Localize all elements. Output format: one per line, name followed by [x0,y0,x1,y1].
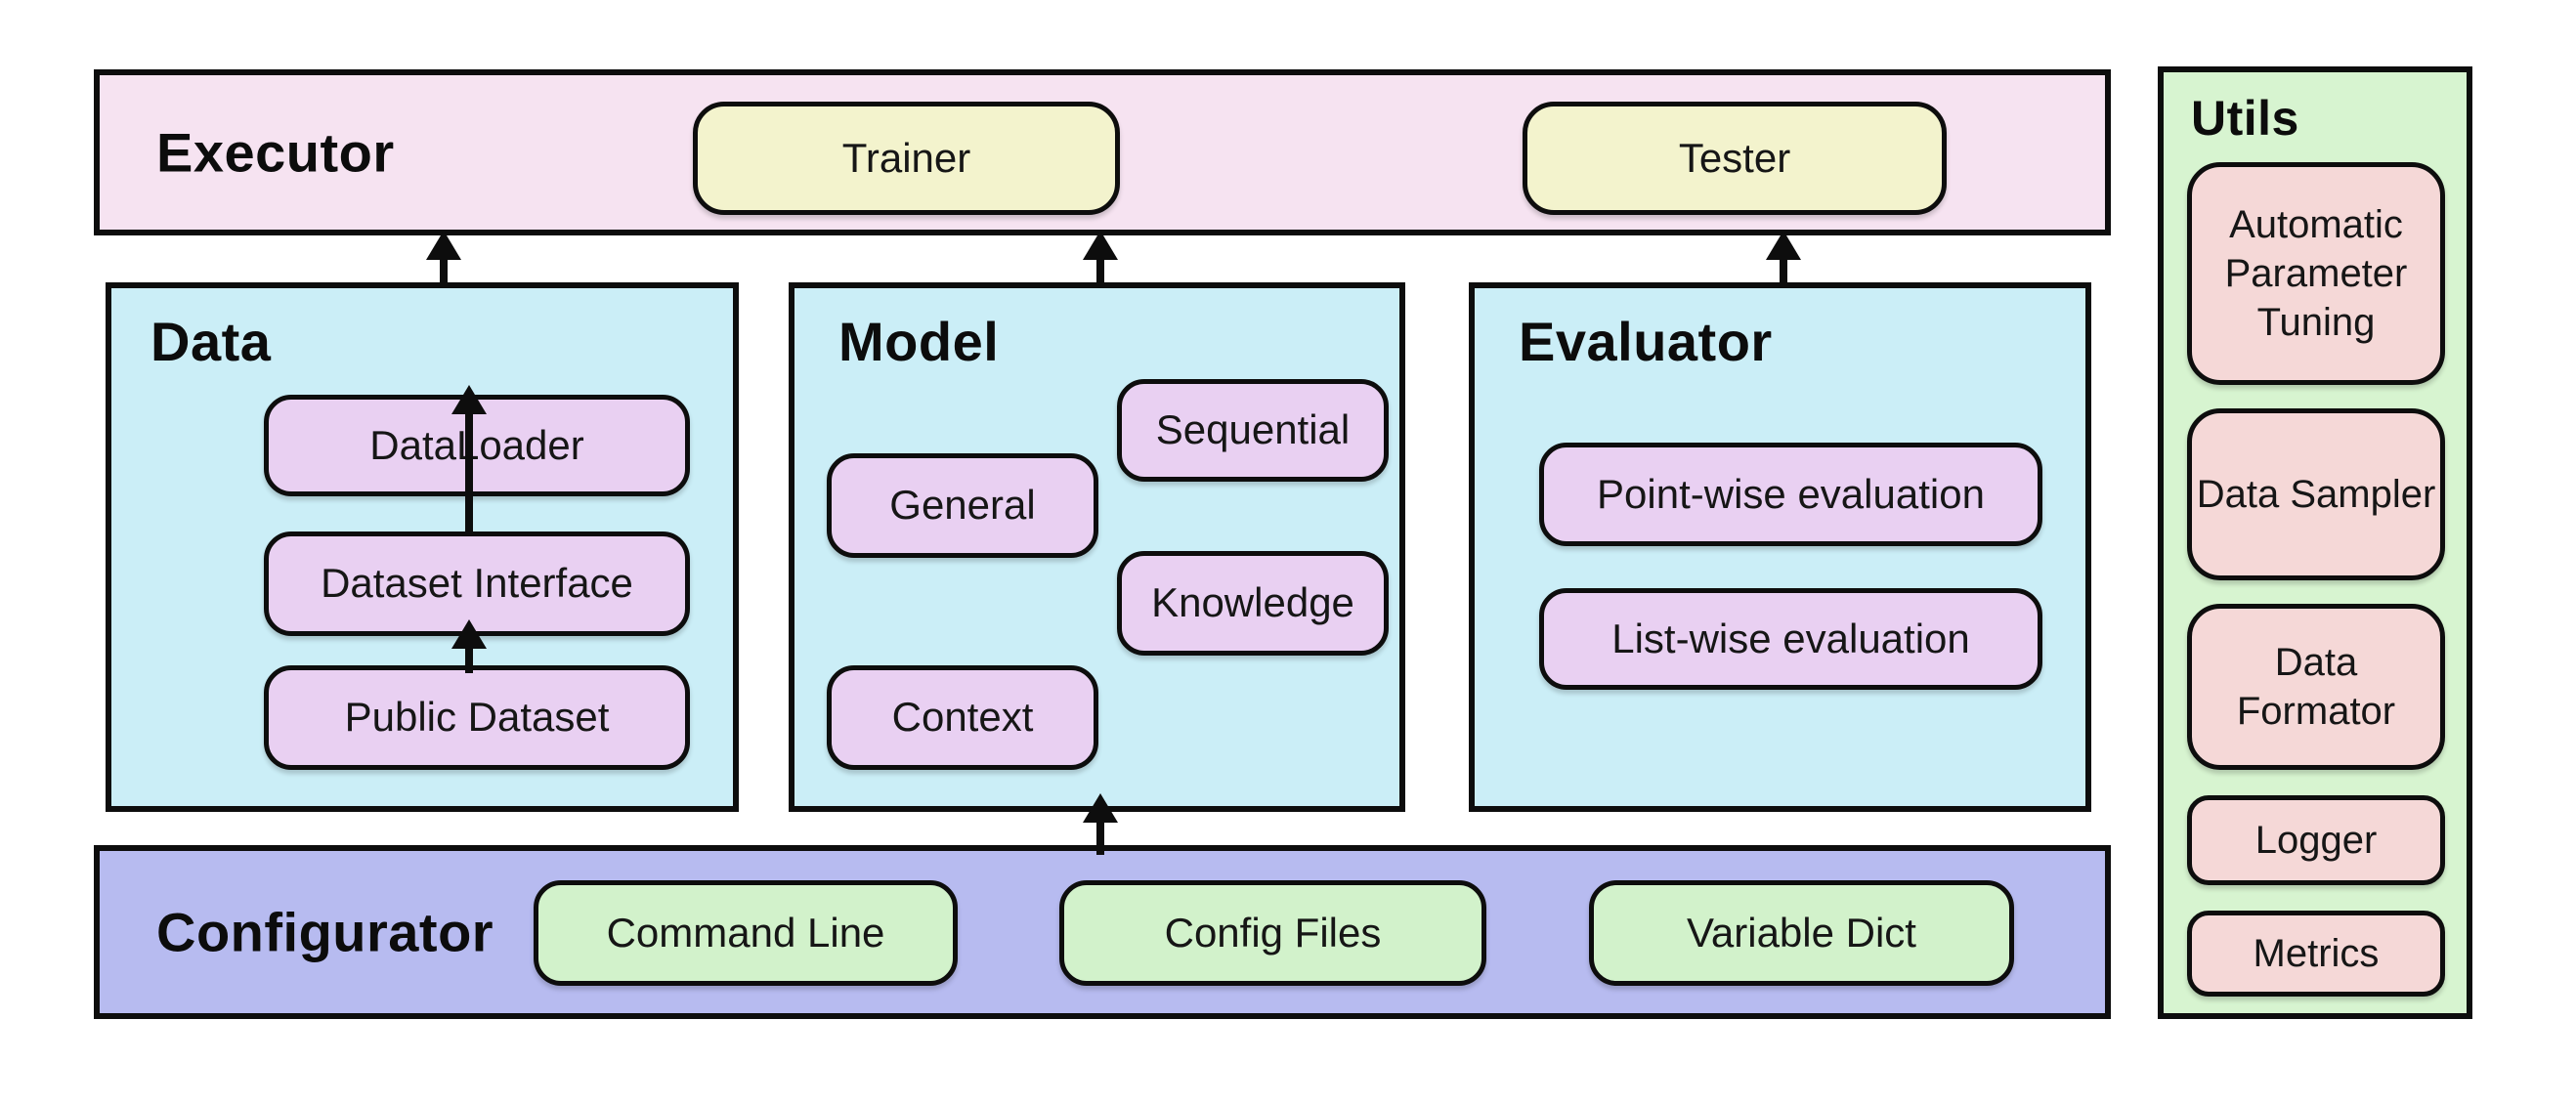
arrow-head [1083,793,1118,823]
model-panel: Model Sequential General Knowledge Conte… [789,282,1405,812]
tester-node: Tester [1523,102,1947,215]
arrow-head [1083,231,1118,260]
sequential-node: Sequential [1117,379,1389,482]
configurator-title: Configurator [156,901,494,963]
utils-title: Utils [2191,91,2299,146]
general-node: General [827,453,1098,558]
arrow-head [426,231,461,260]
evaluator-panel: Evaluator Point-wise evaluation List-wis… [1469,282,2091,812]
arrow-dataset-interface-to-dataloader [451,385,487,531]
executor-title: Executor [156,121,395,184]
evaluator-title: Evaluator [1519,311,1773,372]
arrow-shaft [465,649,473,673]
data-sampler-node: Data Sampler [2187,408,2445,580]
variable-dict-node: Variable Dict [1589,880,2014,986]
data-title: Data [150,311,272,372]
config-files-node: Config Files [1059,880,1486,986]
public-dataset-node: Public Dataset [264,665,690,770]
arrow-shaft [1096,823,1104,855]
metrics-node: Metrics [2187,911,2445,997]
utils-panel: Utils Automatic Parameter Tuning Data Sa… [2158,66,2472,1019]
configurator-panel: Configurator Command Line Config Files V… [94,845,2111,1019]
arrow-model-to-executor [1083,231,1118,286]
arrow-shaft [1780,260,1787,286]
point-wise-evaluation-node: Point-wise evaluation [1539,443,2042,546]
arrow-head [451,385,487,414]
model-title: Model [838,311,1000,372]
arrow-evaluator-to-executor [1766,231,1801,286]
arrow-shaft [1096,260,1104,286]
data-formator-node: Data Formator [2187,604,2445,770]
command-line-node: Command Line [534,880,958,986]
automatic-parameter-tuning-node: Automatic Parameter Tuning [2187,162,2445,385]
trainer-node: Trainer [693,102,1120,215]
context-node: Context [827,665,1098,770]
arrow-configurator-to-model [1083,793,1118,855]
list-wise-evaluation-node: List-wise evaluation [1539,588,2042,690]
arrow-shaft [465,414,473,531]
arrow-data-to-executor [426,231,461,286]
executor-panel: Executor Trainer Tester [94,69,2111,235]
arrow-head [451,619,487,649]
arrow-public-dataset-to-dataset-interface [451,619,487,673]
knowledge-node: Knowledge [1117,551,1389,656]
logger-node: Logger [2187,795,2445,885]
data-panel: Data DataLoader Dataset Interface Public… [106,282,739,812]
arrow-shaft [440,260,448,286]
arrow-head [1766,231,1801,260]
